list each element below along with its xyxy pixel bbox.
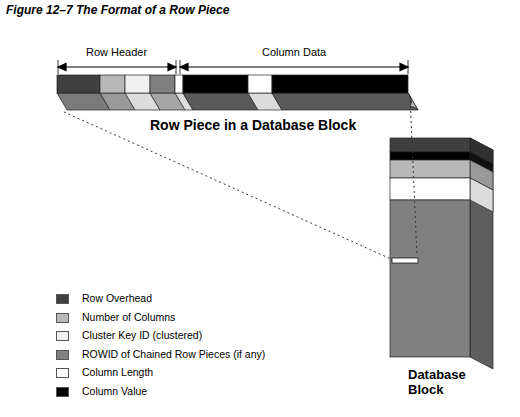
legend-text: Number of Columns [82,311,175,323]
bar-caption: Row Piece in a Database Block [150,117,356,133]
figure-title: Figure 12–7 The Format of a Row Piece [6,4,229,18]
block-caption: Database Block [408,368,488,398]
legend-swatch [56,331,69,341]
row-piece-bar [57,75,418,110]
legend-swatch [56,313,69,323]
leader-lines [64,96,417,259]
legend-text: Column Value [82,385,147,397]
dimension-label: Row Header [83,46,150,59]
dimension-arrows [58,60,408,74]
legend-text: Row Overhead [82,292,152,304]
legend-swatch [56,368,69,378]
legend-text: Cluster Key ID (clustered) [82,329,202,341]
legend-swatch [56,294,69,304]
database-block [390,138,493,369]
legend-text: Column Length [82,366,153,378]
legend-swatch [56,387,69,397]
legend-swatch [56,350,69,360]
legend-text: ROWID of Chained Row Pieces (if any) [82,348,265,360]
dimension-label: Column Data [259,46,329,59]
